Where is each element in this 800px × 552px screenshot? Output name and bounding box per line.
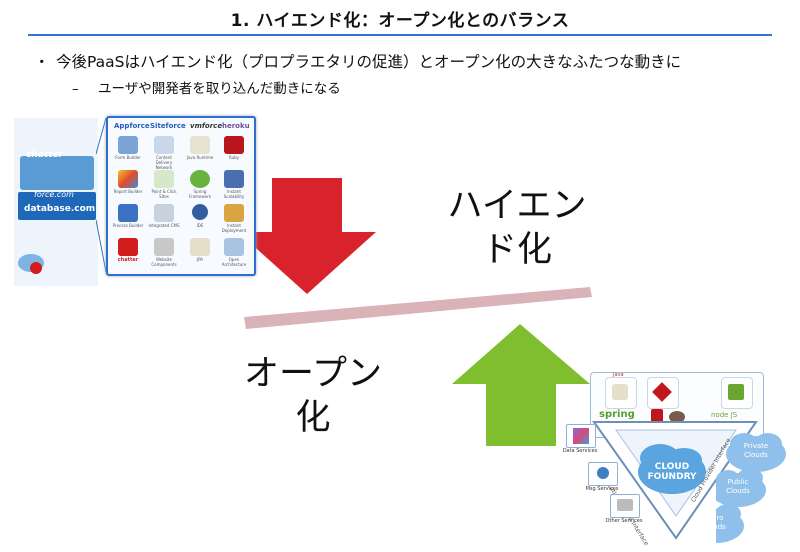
slide-title: 1. ハイエンド化：オープン化とのバランス [230,11,570,31]
grid-cell-label: Ruby [228,155,240,160]
msg-services-label: Msg Services [585,486,619,492]
spring-label: spring [599,409,635,420]
title-rule [28,34,772,36]
grid-cell-label: chatter [117,257,139,263]
cloud-foundry-triangle [592,421,758,540]
bracket-lines [96,117,107,273]
chatter-icon [118,238,138,256]
grid-cell-label: Java Runtime [186,155,214,160]
database-label: database.com [24,204,96,214]
bullet-sub: – ユーザや開発者を取り込んだ動きになる [72,77,341,97]
salesforce-product-grid: Appforce Siteforce vmforce heroku Form B… [106,116,256,276]
label-open-line2: 化 [295,398,331,438]
public-clouds-label: Public Clouds [726,478,750,495]
architecture-icon [224,238,244,256]
report-builder-icon [118,170,138,188]
other-services-icon [610,494,640,518]
label-high-end-line2: ド化 [481,230,552,270]
force-database-box [18,192,96,220]
private-cloud-icon [726,433,786,472]
msg-services-icon [588,462,618,486]
grid-cell-label: JPA [196,257,204,262]
cdn-icon [154,136,174,154]
clouds-group [716,433,786,543]
bullet-main: ・今後PaaSはハイエンド化（プロプラエタリの促進）とオープン化の大きなふたつな… [34,50,681,72]
label-open-line1: オープン [244,354,382,394]
cloud-foundry-line2: FOUNDRY [647,472,697,482]
ide-icon [192,204,208,220]
grid-cell-label: Report Builder [113,189,143,194]
cloud-foundry-line1: CLOUD [654,462,690,472]
grid-header: heroku [222,122,250,130]
node-icon [721,377,753,409]
micro-cloud-icon [716,504,744,543]
grid-cell-label: Instant Deployment [221,223,247,233]
scalability-icon [224,170,244,188]
grid-header: Siteforce [150,122,186,130]
grid-header: Appforce [114,122,150,130]
chatter-label: chatter [26,150,63,160]
force-label: force.com [34,190,74,199]
micro-clouds-label: Micro Clouds [702,514,726,531]
grid-cell-label: Process Builder [112,223,144,228]
process-builder-icon [118,204,138,222]
jpa-icon [190,238,210,256]
ruby-icon [647,377,679,409]
public-cloud-icon [716,468,766,507]
node-label: node JS [711,411,738,419]
sites-icon [154,170,174,188]
private-clouds-label: Private Clouds [743,442,769,459]
grid-cell-label: Form Builder [115,155,141,160]
grid-cell-label: Website Components [151,257,177,267]
database-icon [669,411,685,423]
salesforce-logo-badge [30,262,42,274]
label-high-end: ハイエン ド化 [432,184,602,272]
grid-header: vmforce [190,122,223,130]
grid-cell-label: Spring Framework [188,189,212,199]
java-icon [190,136,210,154]
grid-cell-label: Point & Click Sites [151,189,177,199]
java-icon [605,377,637,409]
grid-cell-label: Content Delivery Network [155,155,173,170]
grid-cell-label: Integrated CMS [148,223,180,228]
cms-icon [154,204,174,222]
data-services-icon [566,424,596,448]
balance-beam [244,287,592,329]
form-builder-icon [118,136,138,154]
label-open: オープン 化 [228,352,398,440]
data-services-label: Data Services [562,448,598,454]
grid-cell-label: IDE [196,223,204,228]
up-arrow [452,324,590,446]
bullet-sub-text: ユーザや開発者を取り込んだ動きになる [98,81,341,97]
ruby-icon [224,136,244,154]
bullet-main-text: 今後PaaSはハイエンド化（プロプラエタリの促進）とオープン化の大きなふたつな動… [56,53,682,71]
cloud-foundry-logo: CLOUD FOUNDRY [636,462,708,482]
grid-cell-label: Instant Scalability [223,189,245,199]
label-high-end-line1: ハイエン [447,186,587,226]
components-icon [154,238,174,256]
java-label: Java [613,372,624,378]
spring-icon [190,170,210,188]
bullet-marker: ・ [34,53,50,71]
bullet-sub-marker: – [72,81,79,97]
chatter-box [20,156,94,190]
down-arrow [238,178,376,294]
deployment-icon [224,204,244,222]
other-services-label: Other Services [605,518,643,524]
grid-cell-label: Open Architecture [221,257,247,267]
